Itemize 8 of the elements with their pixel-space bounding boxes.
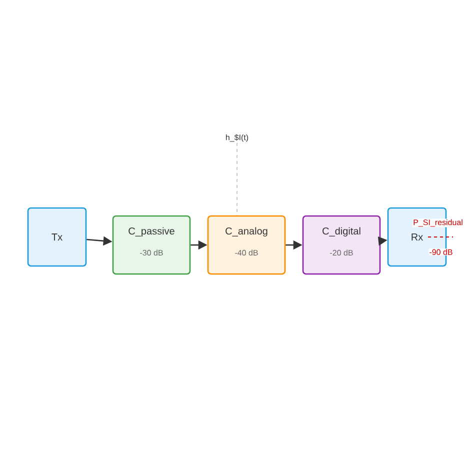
- process-box: C_analog -40 dB: [207, 215, 286, 275]
- annotation-label: P_SI_residual: [412, 218, 464, 228]
- process-box: Tx: [27, 207, 87, 267]
- process-box: C_digital -20 dB: [302, 215, 381, 275]
- connector-line: [236, 142, 238, 216]
- process-box: C_passive -30 dB: [112, 215, 191, 275]
- annotation-label: -90 dB: [428, 248, 454, 256]
- signal-label: h_$I(t): [226, 134, 248, 142]
